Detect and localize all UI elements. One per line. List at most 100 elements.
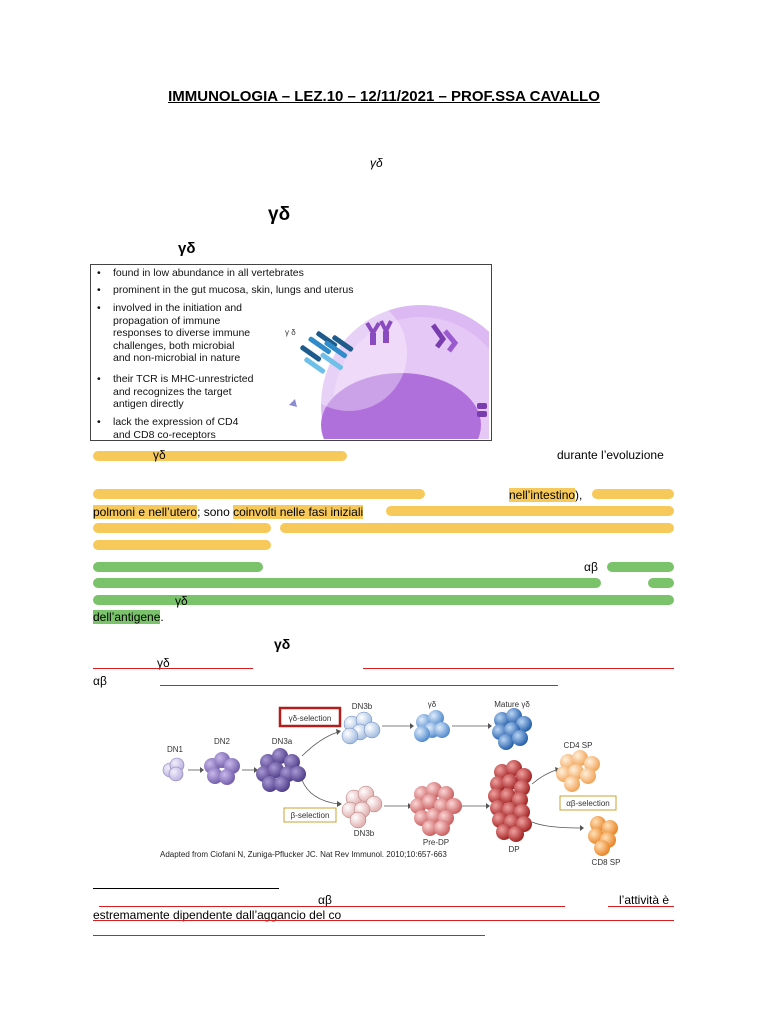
red-underline	[93, 935, 485, 936]
gd-cells	[414, 710, 450, 742]
dp-cells	[488, 760, 532, 842]
mature-gd-label: Mature γδ	[494, 700, 530, 709]
ab-selection-box	[559, 795, 617, 811]
black-underline	[93, 888, 279, 889]
dn3a-cells	[256, 748, 306, 792]
cd4-sp-label: CD4 SP	[564, 741, 593, 750]
text-intestino-line: nell’intestino),	[509, 488, 582, 502]
red-underline	[363, 668, 674, 669]
arrowhead	[336, 729, 341, 735]
arrow	[301, 779, 339, 805]
highlight-bar-green	[93, 595, 674, 605]
text-polmoni: polmoni e nell’utero	[93, 505, 198, 519]
highlight-bar	[386, 506, 674, 516]
arrowhead	[410, 723, 414, 729]
highlight-bar	[93, 451, 347, 461]
bullet-item: •their TCR is MHC-unrestricted and recog…	[97, 373, 297, 411]
dn1-cells	[162, 757, 185, 782]
text-intestino-tail: ),	[575, 488, 583, 502]
bullet-item: •found in low abundance in all vertebrat…	[97, 267, 397, 280]
highlight-bar-green	[648, 578, 674, 588]
membrane-protein	[477, 403, 487, 409]
arrow	[531, 769, 557, 785]
cell-nucleus	[321, 373, 481, 439]
mature-gd-cells	[492, 708, 532, 750]
title-text: IMMUNOLOGIA – LEZ.10 – 12/11/2021 – PROF…	[168, 88, 600, 105]
dn2-label: DN2	[214, 737, 231, 746]
cd4-sp-cells	[556, 750, 600, 792]
dp-label: DP	[508, 845, 519, 854]
ab-symbol-2: αβ	[93, 674, 107, 688]
dn3b-top-cells	[341, 711, 381, 745]
gd-selection-box	[278, 706, 342, 728]
highlight-bar-green	[607, 562, 674, 572]
beta-selection-label: β-selection	[291, 811, 330, 820]
highlight-bar-green	[93, 562, 263, 572]
t-cell-development-figure: γδ-selection DN1 DN2 DN3a	[160, 700, 620, 867]
text-estremamente: estremamente dipendente dall’aggancio de…	[93, 908, 342, 922]
red-underline	[608, 906, 674, 907]
document-title: IMMUNOLOGIA – LEZ.10 – 12/11/2021 – PROF…	[0, 88, 768, 105]
gd-cell-illustration: γ δ	[285, 295, 489, 439]
dn2-cells	[204, 752, 240, 785]
gd-selection-label: γδ-selection	[289, 714, 332, 723]
text-evoluzione: durante l’evoluzione	[557, 448, 664, 462]
ab-symbol-3: αβ	[318, 893, 332, 907]
text-sono: ; sono	[197, 505, 234, 519]
gd-cells-label: γδ	[428, 700, 437, 709]
highlight-bar-green	[93, 578, 601, 588]
gd-cells-info-box: •found in low abundance in all vertebrat…	[90, 264, 492, 441]
dn1-label: DN1	[167, 745, 184, 754]
text-antigene: dell’antigene	[93, 610, 161, 624]
text-antigene-line: dell’antigene.	[93, 610, 164, 624]
arrowhead	[580, 825, 584, 831]
text-intestino: nell’intestino	[509, 488, 576, 502]
cd8-sp-cells	[588, 816, 618, 856]
ab-selection-label: αβ-selection	[566, 799, 609, 808]
gd-large-symbol: γδ	[268, 204, 291, 225]
bullet-text: found in low abundance in all vertebrate…	[113, 267, 304, 279]
highlight-bar	[280, 523, 674, 533]
red-underline	[93, 668, 253, 669]
bullet-item: •prominent in the gut mucosa, skin, lung…	[97, 284, 397, 297]
surface-receptor-right	[430, 323, 459, 353]
arrowhead	[488, 723, 492, 729]
arrow	[531, 821, 581, 829]
bullet-text: prominent in the gut mucosa, skin, lungs…	[113, 284, 354, 296]
ligand-shape	[289, 399, 297, 407]
gd-section-symbol: γδ	[274, 636, 291, 652]
bullet-item: •lack the expression of CD4 and CD8 co-r…	[97, 416, 297, 441]
gd-highlight-symbol: γδ	[153, 448, 166, 462]
text-coinvolti: coinvolti nelle fasi iniziali	[233, 505, 364, 519]
surface-receptor-top	[365, 320, 393, 345]
bullet-text: involved in the initiation and propagati…	[113, 302, 251, 365]
highlight-bar	[592, 489, 674, 499]
bullet-text: their TCR is MHC-unrestricted and recogn…	[113, 373, 254, 411]
arrowhead	[200, 767, 204, 773]
gd-green-symbol: γδ	[175, 594, 188, 608]
text-attivita: l’attività è	[619, 893, 670, 907]
highlight-bar	[93, 523, 271, 533]
text-antigene-tail: .	[160, 610, 164, 624]
figure-caption: Adapted from Ciofani N, Zuniga-Pflucker …	[160, 850, 447, 859]
arrowhead	[254, 767, 258, 773]
text-polmoni-line: polmoni e nell’utero; sono coinvolti nel…	[93, 505, 364, 519]
beta-selection-box	[283, 807, 337, 823]
tcr-receptors	[300, 331, 354, 374]
dn3b-top-label: DN3b	[352, 702, 373, 711]
gd-box-symbol: γδ	[178, 240, 196, 257]
dn3b-bottom-cells	[341, 785, 383, 829]
dn3b-bottom-label: DN3b	[354, 829, 375, 838]
arrowhead	[486, 803, 490, 809]
pre-dp-cells	[410, 782, 462, 836]
dn3a-label: DN3a	[272, 737, 293, 746]
gd-red-symbol: γδ	[157, 656, 170, 670]
highlight-bar	[93, 489, 425, 499]
gd-small-symbol: γδ	[370, 156, 383, 170]
red-underline	[160, 685, 558, 686]
bullet-item: •involved in the initiation and propagat…	[97, 302, 297, 365]
gamma-delta-chain-label: γ δ	[285, 328, 296, 337]
highlight-bar	[93, 540, 271, 550]
pre-dp-label: Pre-DP	[423, 838, 449, 847]
arrow	[301, 731, 339, 757]
